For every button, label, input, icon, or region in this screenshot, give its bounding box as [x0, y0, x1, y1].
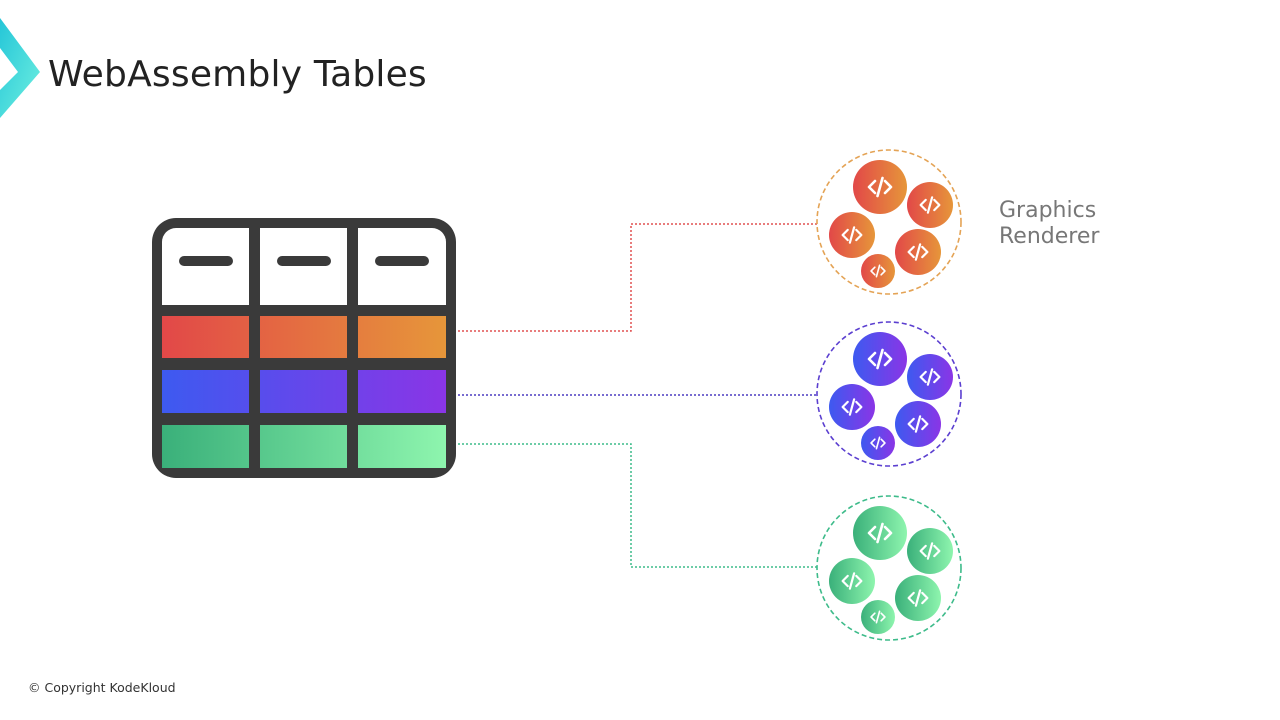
- cluster-border: [816, 321, 962, 467]
- table-row-purple: [162, 370, 446, 413]
- code-icon: [861, 600, 895, 634]
- graphics-renderer-label: Graphics Renderer: [999, 198, 1100, 249]
- code-icon: [861, 254, 895, 288]
- connector-green: [458, 443, 818, 568]
- cluster-purple-module: [816, 321, 962, 467]
- connector-orange: [458, 223, 818, 332]
- code-icon: [895, 575, 941, 621]
- code-icon: [861, 426, 895, 460]
- logo-chevron-icon: [0, 18, 40, 118]
- table-icon: [152, 218, 456, 478]
- code-icon: [853, 506, 907, 560]
- code-icon: [829, 384, 875, 430]
- cluster-green-module: [816, 495, 962, 641]
- code-icon: [895, 401, 941, 447]
- table-row-green: [162, 425, 446, 468]
- cluster-border: [816, 149, 962, 295]
- code-icon: [895, 229, 941, 275]
- code-icon: [907, 528, 953, 574]
- page-title: WebAssembly Tables: [48, 54, 427, 95]
- code-icon: [853, 332, 907, 386]
- cluster-border: [816, 495, 962, 641]
- code-icon: [829, 212, 875, 258]
- code-icon: [829, 558, 875, 604]
- code-icon: [907, 182, 953, 228]
- table-row-orange: [162, 316, 446, 358]
- code-icon: [907, 354, 953, 400]
- code-icon: [853, 160, 907, 214]
- copyright: © Copyright KodeKloud: [28, 680, 176, 695]
- cluster-graphics-renderer: [816, 149, 962, 295]
